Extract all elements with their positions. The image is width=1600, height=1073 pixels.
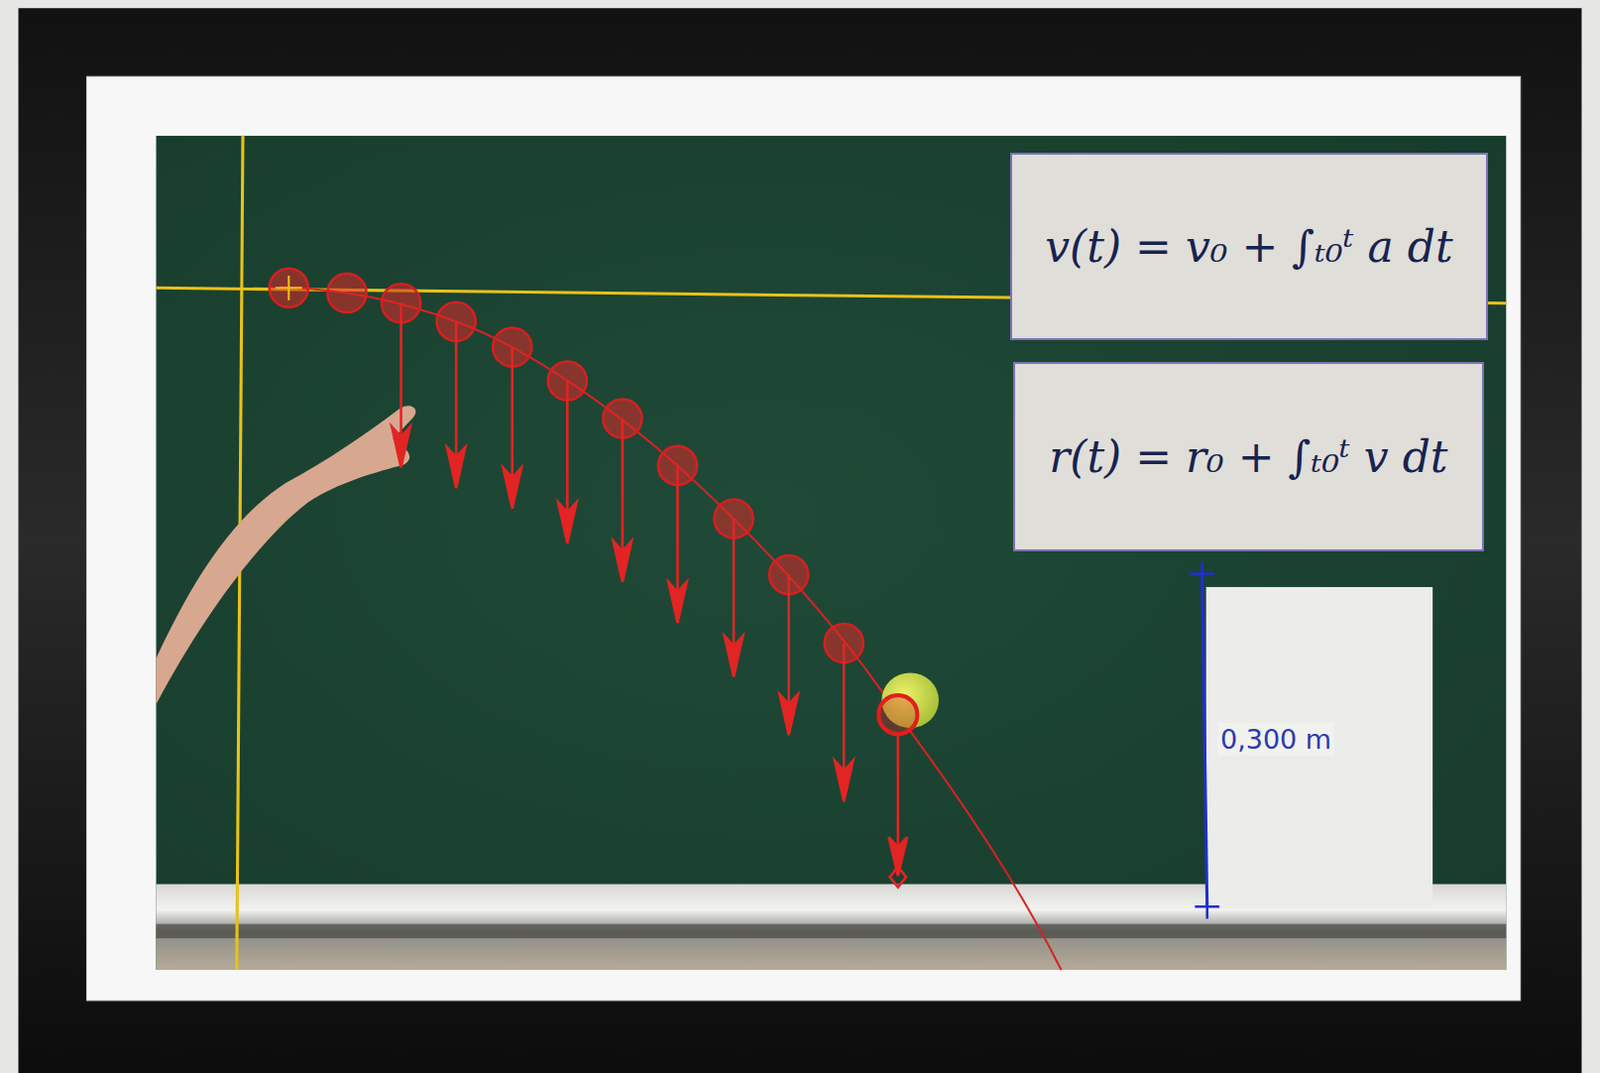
formula-box: r(t) = r₀ + ∫ₜ₀ᵗ v dt	[1013, 361, 1485, 551]
formula-text: v(t) = v₀ + ∫ₜ₀ᵗ a dt	[1030, 221, 1467, 272]
arrowhead	[668, 581, 687, 623]
formula-text: r(t) = r₀ + ∫ₜ₀ᵗ v dt	[1034, 431, 1462, 482]
acceleration-vector	[510, 346, 514, 490]
acceleration-vector	[566, 380, 570, 525]
acceleration-vector	[399, 303, 403, 450]
acceleration-vector	[732, 518, 736, 659]
position-marker	[269, 268, 309, 308]
dimension-label: 0,300 m	[1217, 722, 1335, 756]
arrowhead	[889, 836, 909, 876]
acceleration-vector	[787, 574, 791, 717]
scale-end-cross	[1194, 894, 1220, 919]
frame-mat	[86, 76, 1520, 1001]
arrowhead	[724, 635, 744, 677]
arrowhead	[447, 447, 466, 488]
arrowhead	[558, 502, 577, 544]
position-marker	[878, 694, 917, 734]
arrowhead	[834, 760, 854, 801]
origin-cross	[275, 275, 303, 301]
scale-line	[1202, 573, 1208, 908]
acceleration-vector	[842, 643, 846, 784]
trajectory	[280, 286, 1061, 970]
acceleration-vector	[621, 418, 625, 564]
acceleration-vector	[455, 321, 458, 469]
position-marker	[327, 273, 366, 313]
formula-box: v(t) = v₀ + ∫ₜ₀ᵗ a dt	[1010, 152, 1488, 340]
vector-tip-marker	[890, 866, 907, 888]
hand	[155, 405, 416, 704]
arrowhead	[779, 693, 799, 735]
acceleration-vector	[897, 733, 901, 864]
picture-frame	[18, 7, 1583, 1073]
arrowhead	[613, 541, 633, 582]
paper-sheet	[1206, 586, 1434, 909]
chalkboard	[155, 135, 1506, 970]
arrowhead	[502, 467, 522, 509]
scale-end-cross	[1189, 561, 1215, 586]
arrowhead	[391, 426, 411, 467]
chalk-tray-shadow	[155, 923, 1506, 938]
acceleration-vector	[676, 464, 680, 604]
